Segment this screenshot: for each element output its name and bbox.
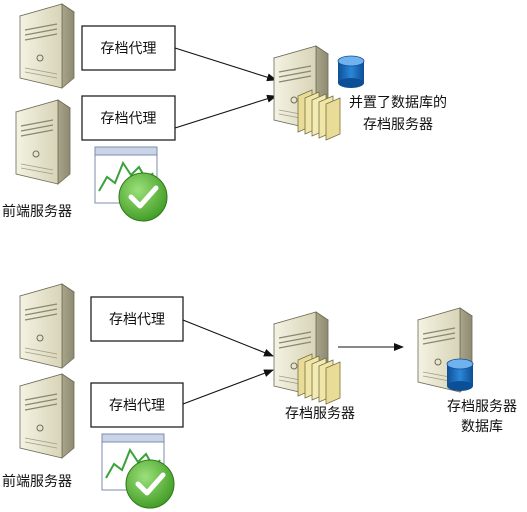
frontend-server-icon-1	[19, 3, 75, 89]
frontend-server-icon-3	[19, 283, 75, 369]
agent-label-top-2: 存档代理	[101, 111, 157, 127]
agent-box-top-2	[81, 95, 176, 141]
frontend-label-top: 前端服务器	[2, 203, 72, 220]
monitoring-chart-icon-bottom	[102, 434, 174, 508]
monitoring-chart-icon-top	[95, 147, 167, 221]
agent-label-top-1: 存档代理	[101, 41, 157, 57]
arrow-bottom-2	[182, 369, 274, 405]
database-icon-bottom	[446, 358, 474, 392]
archive-caption-top-line1: 并置了数据库的	[349, 95, 447, 111]
db-caption-line1: 存档服务器	[447, 399, 517, 415]
agent-box-bottom-1	[90, 296, 184, 342]
agent-box-top-1	[81, 25, 176, 71]
frontend-label-bottom: 前端服务器	[2, 473, 72, 490]
archive-caption-top-line2: 存档服务器	[363, 117, 433, 133]
folders-icon-top	[297, 89, 341, 141]
arrow-bottom-1	[182, 319, 274, 357]
frontend-server-icon-4	[19, 373, 75, 459]
agent-label-bottom-1: 存档代理	[109, 312, 165, 328]
agent-label-bottom-2: 存档代理	[109, 398, 165, 414]
archive-label-bottom: 存档服务器	[285, 406, 355, 422]
arrow-top-1	[174, 47, 277, 82]
agent-box-bottom-2	[90, 382, 184, 428]
arrow-top-2	[174, 94, 277, 129]
folders-icon-bottom	[297, 353, 341, 405]
database-icon-top	[337, 55, 365, 89]
db-caption-line2: 数据库	[461, 419, 503, 435]
frontend-server-icon-2	[15, 99, 71, 185]
